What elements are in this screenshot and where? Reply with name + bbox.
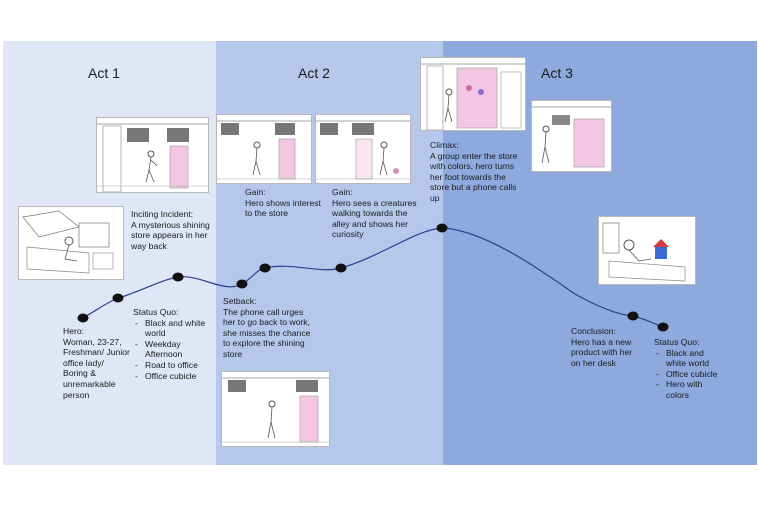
hero-line: Boring & [63, 368, 96, 379]
gain-2-label: Gain: [332, 187, 353, 197]
gain-2-text: Hero sees a creatures walking towards th… [332, 197, 417, 240]
setback-note: Setback: The phone call urges her to go … [223, 296, 315, 360]
setback-label: Setback: [223, 296, 257, 306]
storyboard-sketch-product-on-desk [598, 216, 696, 285]
storyboard-sketch-office-desk [18, 206, 124, 280]
gain-1-note: Gain: Hero shows interest to the store [245, 187, 329, 219]
hero-dot [77, 313, 89, 323]
setback-text: The phone call urges her to go back to w… [223, 306, 311, 359]
status-quo-start-label: Status Quo: [133, 307, 179, 317]
arc-line [82, 227, 664, 328]
status-quo-start-note: Status Quo: Black and white world Weekda… [133, 307, 217, 381]
inciting-incident-label: Inciting Incident: [131, 209, 194, 219]
hero-line: office lady/ [63, 357, 104, 368]
storyboard-sketch-walk-past-store [96, 117, 209, 193]
setback-dot [236, 279, 248, 289]
storyboard-sketch-interest-in-store [216, 114, 312, 184]
act-3-title: Act 3 [541, 65, 573, 81]
gain-1-label: Gain: [245, 187, 266, 197]
status-quo-start-item: Road to office [135, 360, 217, 371]
storyboard-sketch-phone-call [531, 100, 612, 172]
act-2-title: Act 2 [298, 65, 330, 81]
gain-1-text: Hero shows interest to the store [245, 197, 321, 219]
act-1-title: Act 1 [88, 65, 120, 81]
conclusion-note: Conclusion: Hero has a new product with … [571, 326, 643, 368]
storyboard-sketch-creature-alley [315, 114, 411, 184]
hero-line: unremarkable [63, 378, 116, 389]
inciting-incident-dot [172, 272, 184, 282]
storyboard-sketch-missed-chance [221, 371, 330, 447]
gain-2-dot [335, 263, 347, 273]
status-quo-start-item: Weekday Afternoon [135, 339, 217, 360]
conclusion-text: Hero has a new product with her on her d… [571, 336, 633, 368]
conclusion-dot [627, 311, 639, 321]
hero-line: Woman, 23-27, [63, 336, 122, 347]
status-quo-end-label: Status Quo: [654, 337, 700, 347]
inciting-incident-text: A mysterious shining store appears in he… [131, 219, 210, 251]
inciting-incident-note: Inciting Incident: A mysterious shining … [131, 209, 217, 251]
status-quo-start-item: Office cubicle [135, 371, 217, 382]
climax-label: Climax: [430, 140, 459, 150]
hero-label: Hero: [63, 326, 85, 336]
status-quo-start-dot [112, 293, 124, 303]
status-quo-end-item: Hero with colors [656, 379, 724, 400]
conclusion-label: Conclusion: [571, 326, 616, 336]
climax-text: A group enter the store with colors, her… [430, 150, 518, 203]
gain-1-dot [259, 263, 271, 273]
status-quo-end-note: Status Quo: Black and white world Office… [654, 337, 724, 401]
status-quo-end-item: Office cubicle [656, 369, 724, 380]
gain-2-note: Gain: Hero sees a creatures walking towa… [332, 187, 422, 240]
status-quo-start-item: Black and white world [135, 318, 217, 339]
status-quo-end-item: Black and white world [656, 348, 724, 369]
status-quo-start-list: Black and white world Weekday Afternoon … [133, 318, 217, 382]
status-quo-end-list: Black and white world Office cubicle Her… [654, 348, 724, 401]
storyboard-sketch-group-enter-store [420, 57, 526, 131]
climax-note: Climax: A group enter the store with col… [430, 140, 522, 204]
hero-note: Hero: Woman, 23-27, Freshman/ Junior off… [63, 326, 138, 400]
climax-dot [436, 223, 448, 233]
hero-line: person [63, 389, 90, 400]
status-quo-end-dot [657, 322, 669, 332]
hero-line: Freshman/ Junior [63, 347, 130, 358]
